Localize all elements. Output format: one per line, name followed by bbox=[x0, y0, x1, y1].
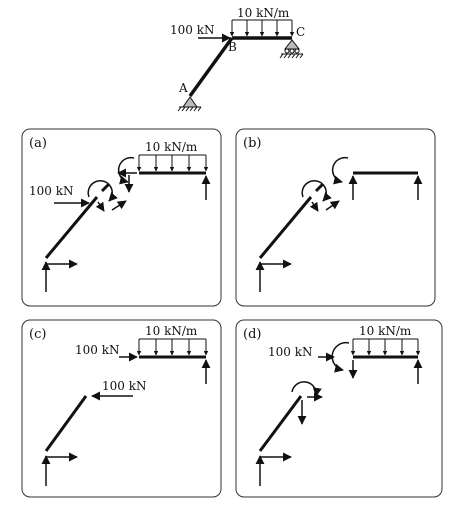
distributed-load-label-top: 10 kN/m bbox=[237, 6, 290, 20]
panel-b-axial-b-member bbox=[325, 200, 340, 211]
panel-c-distributed-load-label: 10 kN/m bbox=[145, 324, 198, 338]
panel-b-frame bbox=[235, 128, 436, 307]
panel-d-point-load-label: 100 kN bbox=[268, 345, 313, 359]
point-load-label-top: 100 kN bbox=[170, 23, 215, 37]
pin-support-a bbox=[177, 96, 202, 112]
node-label-c: C bbox=[296, 25, 305, 39]
panel-a-tag: (a) bbox=[29, 136, 47, 151]
panel-d-tag: (d) bbox=[243, 327, 261, 342]
panel-b-tag: (b) bbox=[243, 136, 261, 151]
panel-c-point-load-label-mid: 100 kN bbox=[102, 379, 147, 393]
node-label-b: B bbox=[228, 40, 237, 54]
panel-d-distributed-load-label: 10 kN/m bbox=[359, 324, 412, 338]
panel-d-distributed-load bbox=[350, 338, 421, 356]
panel-a-distributed-load bbox=[136, 154, 209, 172]
panel-d-moment-b-beam bbox=[331, 341, 350, 373]
panel-a-moment-b-beam bbox=[117, 156, 135, 185]
roller-support-c bbox=[279, 39, 304, 59]
panel-a-member-ab-end bbox=[100, 182, 111, 193]
panel-a-axial-b-member bbox=[111, 200, 127, 211]
panel-b-moment-b-member bbox=[301, 180, 332, 202]
panel-b-member-ab-end bbox=[314, 182, 325, 193]
panel-a-moment-b-member bbox=[87, 180, 118, 202]
panel-a-member-ab bbox=[44, 196, 99, 259]
panel-b-member-ab bbox=[258, 196, 313, 259]
panel-a-shear-b-member bbox=[95, 201, 105, 212]
panel-a: (a) bbox=[21, 128, 222, 307]
panel-c: (c) 10 kN/m 100 kN 100 kN bbox=[21, 319, 222, 498]
member-ab bbox=[188, 36, 234, 98]
panel-a-point-load-label: 100 kN bbox=[29, 184, 74, 198]
panel-b-moment-b-beam bbox=[331, 156, 349, 185]
panel-c-member-ab bbox=[44, 395, 88, 452]
panel-c-tag: (c) bbox=[29, 327, 46, 342]
panel-a-distributed-load-label: 10 kN/m bbox=[145, 140, 198, 154]
panel-b: (b) bbox=[235, 128, 436, 307]
node-label-a: A bbox=[178, 81, 188, 95]
panel-c-distributed-load bbox=[136, 338, 209, 356]
panel-b-shear-b-member bbox=[309, 201, 319, 212]
panel-d-frame bbox=[235, 319, 443, 498]
panel-c-point-load-label-top: 100 kN bbox=[75, 343, 120, 357]
panel-c-frame bbox=[21, 319, 222, 498]
top-frame bbox=[177, 19, 304, 112]
panel-a-frame bbox=[21, 128, 222, 307]
panel-d-member-ab bbox=[258, 395, 303, 452]
panel-d-moment-b-member bbox=[291, 381, 322, 397]
panel-d: (d) 10 kN/m 100 kN bbox=[235, 319, 443, 498]
distributed-load-top bbox=[229, 19, 295, 37]
